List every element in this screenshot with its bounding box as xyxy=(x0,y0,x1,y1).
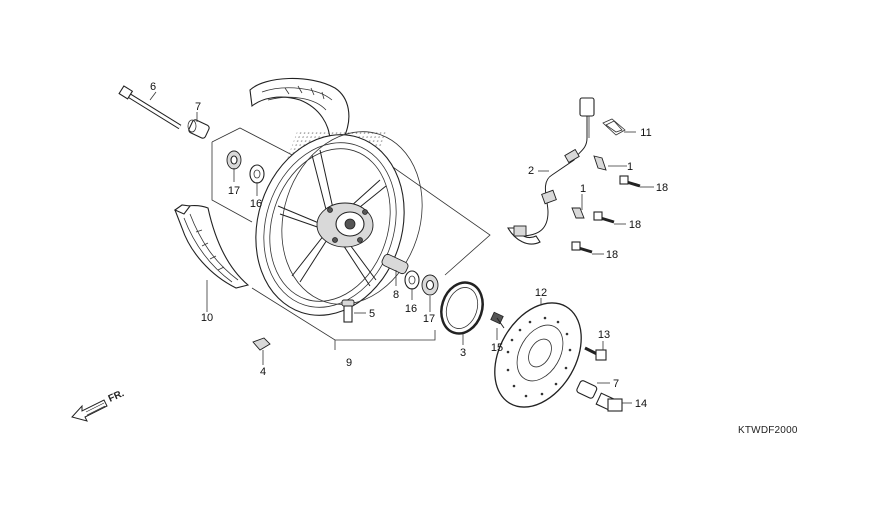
callout-5: 5 xyxy=(369,308,375,320)
diagram-code: KTWDF2000 xyxy=(738,425,798,436)
bolt-18-b xyxy=(593,211,615,224)
callout-16-right: 16 xyxy=(405,303,417,315)
assembly-bracket xyxy=(211,127,491,350)
dust-seal-right xyxy=(421,274,439,296)
pulser-ring xyxy=(440,281,484,335)
bolt-13 xyxy=(584,346,607,361)
callout-2: 2 xyxy=(528,165,534,177)
bolt-18-c xyxy=(571,241,593,254)
callout-12: 12 xyxy=(535,287,547,299)
callout-18-a: 18 xyxy=(656,182,668,194)
callout-1-upper: 1 xyxy=(627,161,633,173)
wheel-rim xyxy=(255,130,423,316)
dust-seal-left xyxy=(226,150,242,170)
tire-lower-half xyxy=(173,204,250,289)
callout-7-lower: 7 xyxy=(613,378,619,390)
callout-15: 15 xyxy=(491,342,503,354)
front-axle xyxy=(118,85,182,130)
callout-labels: 6 7 17 16 10 8 16 17 5 9 4 3 15 12 13 7 … xyxy=(150,81,668,410)
distance-collar xyxy=(381,253,409,275)
callout-11: 11 xyxy=(640,127,651,139)
brake-disc xyxy=(494,302,582,408)
callout-13: 13 xyxy=(598,329,610,341)
callout-7-upper: 7 xyxy=(195,101,201,113)
wheel-speed-sensor xyxy=(507,97,626,245)
callout-3: 3 xyxy=(460,347,466,359)
balance-weight xyxy=(252,337,271,351)
collar-lower xyxy=(576,380,598,399)
callout-18-b: 18 xyxy=(629,219,641,231)
tire-valve xyxy=(341,299,355,323)
bolt-18-a xyxy=(619,175,641,188)
callout-17-right: 17 xyxy=(423,313,435,325)
callout-14: 14 xyxy=(635,398,647,410)
bearing-right xyxy=(404,270,420,290)
direction-label: FR. xyxy=(107,388,126,405)
callout-4: 4 xyxy=(260,366,266,378)
bolt-15 xyxy=(490,311,505,329)
callout-10: 10 xyxy=(201,312,213,324)
callout-8: 8 xyxy=(393,289,399,301)
callout-1-lower: 1 xyxy=(580,183,586,195)
axle-bolt-14 xyxy=(595,392,623,412)
callout-6: 6 xyxy=(150,81,156,93)
collar-upper xyxy=(187,119,210,139)
callout-18-c: 18 xyxy=(606,249,618,261)
bearing-left xyxy=(249,164,265,184)
callout-16-left: 16 xyxy=(250,198,262,210)
front-direction-arrow: FR. xyxy=(71,388,126,422)
callout-9: 9 xyxy=(346,357,352,369)
leader-lines xyxy=(149,91,654,404)
callout-17-left: 17 xyxy=(228,185,240,197)
